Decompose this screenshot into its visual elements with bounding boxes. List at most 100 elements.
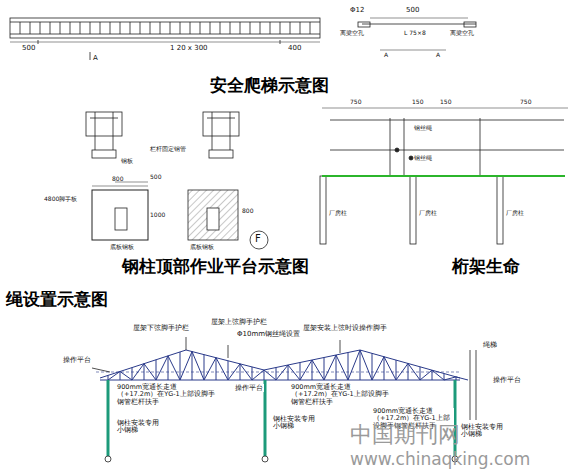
- annotation: 屋架安装上弦时设操作脚手: [302, 324, 388, 332]
- stroke: [168, 356, 180, 380]
- stroke: [108, 371, 120, 380]
- annotation: 厂房柱: [506, 210, 524, 217]
- stroke: [168, 356, 169, 380]
- annotation: 400: [288, 44, 301, 52]
- stroke: [456, 377, 468, 380]
- annotation: 750: [520, 99, 531, 106]
- annotation: 900mm宽通长走道（+17.2m）在YG-1上部设脚手钢管栏杆扶手: [116, 384, 218, 406]
- stroke: [192, 352, 204, 380]
- stroke: [120, 22, 121, 34]
- annotation: 操作平台: [234, 384, 264, 392]
- stroke: [312, 360, 324, 380]
- stroke: [200, 22, 201, 34]
- stroke: [204, 358, 216, 380]
- stroke: [276, 365, 288, 380]
- stroke: [130, 22, 131, 34]
- annotation: 钢丝绳: [414, 125, 432, 132]
- stroke: [432, 370, 444, 380]
- stroke: [420, 370, 432, 380]
- stroke: [264, 370, 276, 380]
- annotation: L 75×8: [404, 30, 426, 37]
- annotation: 800: [112, 176, 123, 183]
- stroke: [140, 22, 141, 34]
- stroke: [252, 367, 253, 380]
- annotation: Φ10mm钢丝绳设置: [236, 330, 301, 338]
- stroke: [120, 371, 121, 380]
- stroke: [180, 352, 192, 380]
- annotation: 屋架下弦脚手护栏: [132, 324, 190, 332]
- stroke: [216, 358, 217, 380]
- annotation: 钢丝绳: [414, 155, 432, 162]
- stroke: [80, 22, 81, 34]
- stroke: [432, 370, 433, 380]
- annotation: 操作平台: [62, 356, 92, 364]
- annotation: 500: [406, 6, 419, 14]
- stroke: [324, 355, 336, 380]
- annotation: 离梁空孔: [340, 30, 364, 37]
- stroke: [250, 22, 251, 34]
- stroke: [180, 352, 181, 380]
- stroke: [384, 357, 396, 380]
- stroke: [288, 365, 289, 380]
- stroke: [310, 22, 311, 34]
- stroke: [420, 367, 421, 380]
- stroke: [170, 22, 171, 34]
- stroke: [220, 22, 221, 34]
- annotation: 500: [22, 44, 35, 52]
- annotation: 屋架上弦脚手护栏: [210, 318, 268, 326]
- stroke: [216, 358, 228, 380]
- stroke: [120, 371, 132, 380]
- stroke: [312, 360, 313, 380]
- annotation: 900mm宽通长走道（+17.2m）在YG-1上部设脚手钢管栏杆扶手: [290, 384, 392, 406]
- stroke: [40, 22, 41, 34]
- stroke: [20, 22, 21, 34]
- annotation: 500: [150, 174, 161, 181]
- stroke: [150, 22, 151, 34]
- stroke: [240, 364, 241, 380]
- stroke: [396, 360, 397, 380]
- stroke: [280, 22, 281, 34]
- stroke: [444, 377, 456, 380]
- annotation: 1000: [150, 212, 165, 219]
- annotation: 操作平台: [492, 376, 522, 384]
- stroke: [348, 353, 349, 381]
- annotation: 底板钢板: [190, 244, 214, 251]
- stroke: [156, 356, 168, 380]
- annotation: 厂房柱: [329, 210, 347, 217]
- annotation: Φ12: [350, 6, 364, 14]
- stroke: [144, 364, 156, 380]
- stroke: [324, 358, 325, 381]
- stroke: [372, 357, 384, 380]
- stroke: [252, 370, 264, 380]
- annotation: 钢柱安装专用小钢梯: [460, 424, 504, 439]
- annotation: 150: [412, 99, 423, 106]
- stroke: [70, 22, 71, 34]
- stroke: [132, 368, 133, 380]
- stroke: [264, 370, 265, 380]
- stroke: [276, 368, 277, 381]
- figure-caption: 钢柱顶部作业平台示意图: [122, 257, 309, 277]
- stroke: [192, 352, 193, 380]
- stroke: [228, 361, 229, 380]
- annotation: A: [93, 54, 98, 62]
- annotation: 150: [440, 99, 451, 106]
- stroke: [336, 355, 348, 380]
- stroke: [348, 350, 360, 380]
- annotation: 底板钢板: [110, 244, 134, 251]
- figure-caption: 桁架生命: [452, 257, 520, 277]
- stroke: [180, 22, 181, 34]
- annotation: F: [255, 233, 261, 245]
- stroke: [30, 22, 31, 34]
- annotation: 钢柱安装专用小钢梯: [116, 420, 160, 435]
- stroke: [60, 22, 61, 34]
- annotation: 钢柱安装专用小钢梯: [272, 416, 316, 431]
- stroke: [230, 22, 231, 34]
- stroke: [240, 22, 241, 34]
- stroke: [336, 355, 337, 380]
- stroke: [210, 22, 211, 34]
- stroke: [204, 355, 205, 380]
- annotation: 绳梯: [482, 341, 498, 349]
- stroke: [372, 353, 373, 380]
- annotation: 厂房柱: [419, 210, 437, 217]
